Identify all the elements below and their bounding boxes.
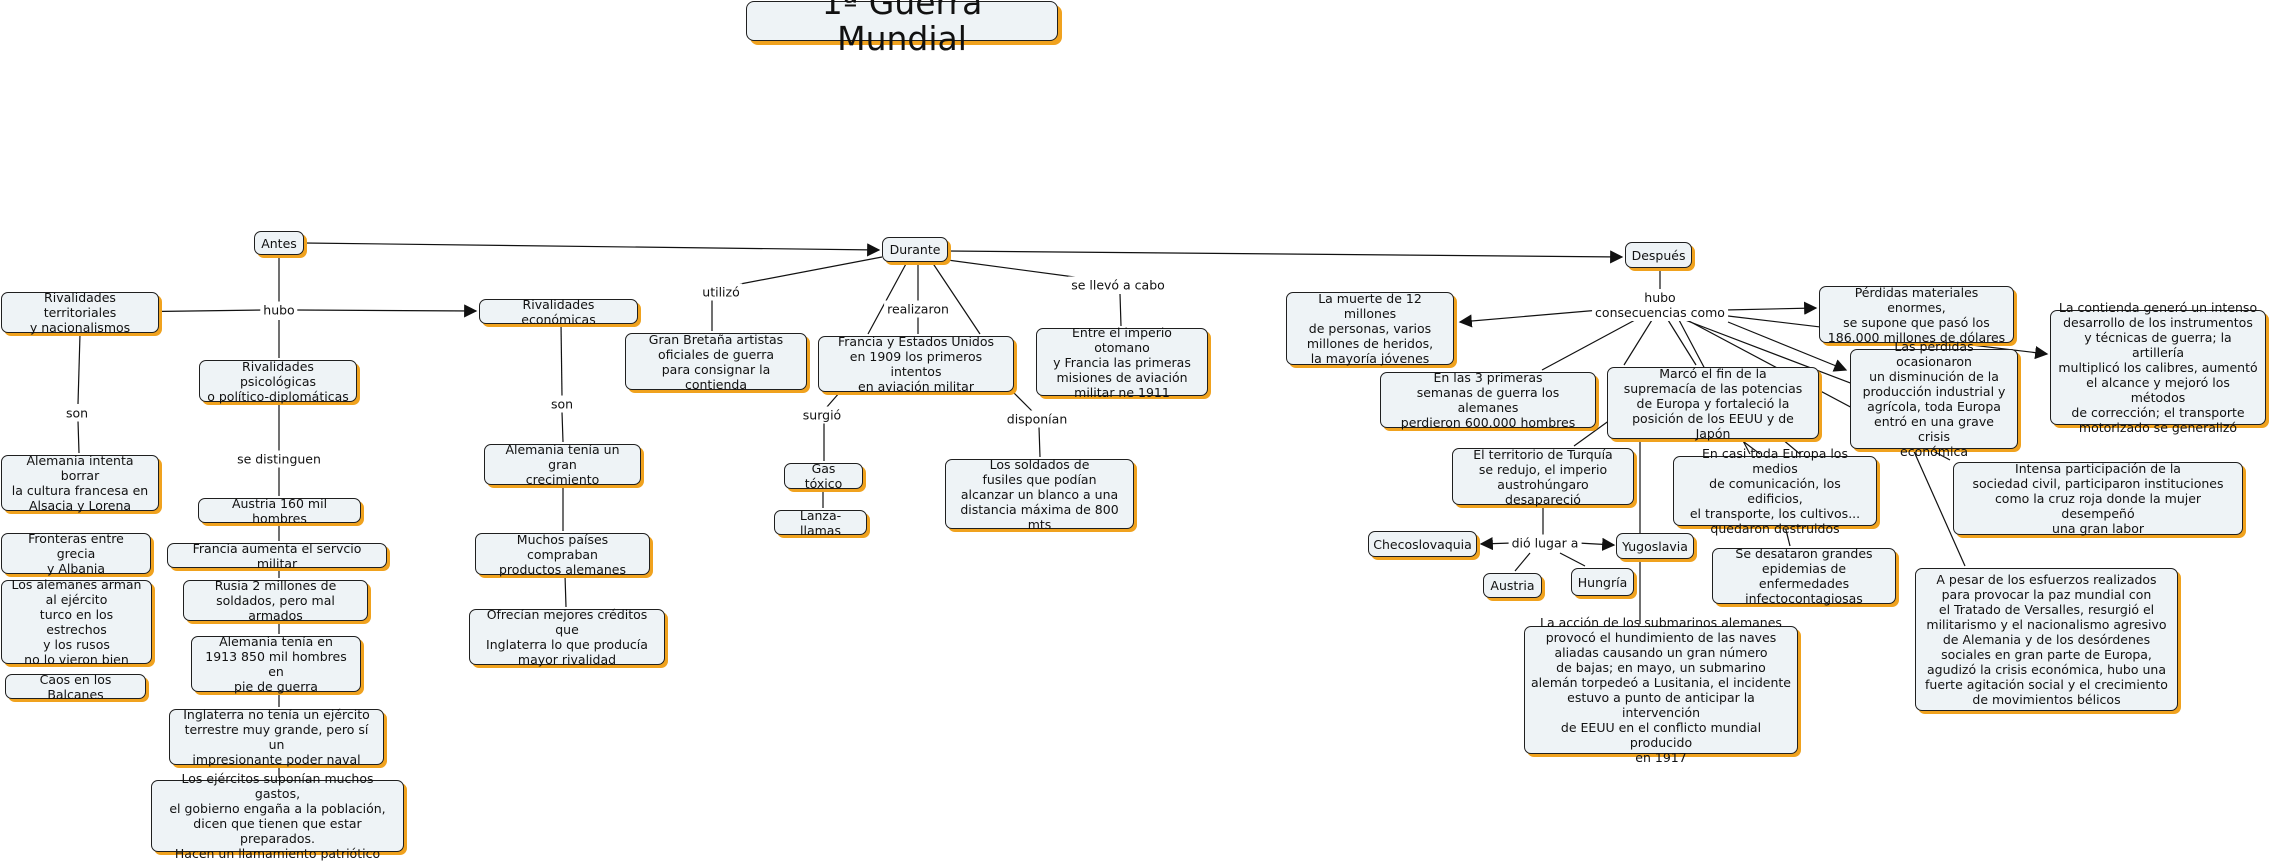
node-perdidas-ocasionaron[interactable]: Las pérdidas ocasionaron un disminución … [1850, 339, 2018, 459]
node-soldados-fusiles[interactable]: Los soldados de fusiles que podían alcan… [945, 457, 1134, 532]
node-muerte[interactable]: La muerte de 12 millones de personas, va… [1286, 291, 1454, 366]
connector-line [1667, 319, 1697, 366]
node-contienda-genero[interactable]: La contienda generó un intenso desarroll… [2050, 300, 2266, 435]
link-label-realizaron: realizaron [884, 300, 952, 318]
node-tres-primeras[interactable]: En las 3 primeras semanas de guerra los … [1380, 370, 1596, 430]
node-submarinos[interactable]: La acción de los submarinos alemanes pro… [1524, 615, 1798, 765]
connector-line [947, 250, 1624, 264]
connector-line [825, 391, 841, 409]
connector-line [1458, 309, 1601, 328]
connector-line [1119, 293, 1122, 327]
node-fronteras[interactable]: Fronteras entre grecia y Albania [1, 531, 151, 576]
node-a-pesar[interactable]: A pesar de los esfuerzos realizados para… [1915, 568, 2178, 711]
map-title: 1ª Guerra Mundial [746, 0, 1058, 57]
link-label-utilizo: utilizó [699, 283, 743, 301]
connector-line [734, 256, 883, 286]
node-entre-imperio[interactable]: Entre el imperio otomano y Francia las p… [1036, 325, 1208, 400]
connector-line [560, 323, 563, 397]
link-label-dio-lugar: dió lugar a [1508, 534, 1582, 552]
connector-line [561, 411, 564, 443]
node-rivalidades-psicologicas[interactable]: Rivalidades psicológicas o político-dipl… [199, 359, 357, 404]
node-alemania-borrar[interactable]: Alemania intenta borrar la cultura franc… [1, 453, 159, 513]
node-yugoslavia[interactable]: Yugoslavia [1616, 533, 1694, 559]
connector-line [1623, 319, 1653, 366]
connector-line [1541, 319, 1636, 371]
node-marco-fin[interactable]: Marcó el fin de la supremacía de las pot… [1607, 366, 1819, 441]
connector-line [1038, 426, 1041, 458]
node-alemanes-arman[interactable]: Los alemanes arman al ejército turco en … [1, 577, 152, 667]
node-checoslovaquia[interactable]: Checoslovaquia [1368, 531, 1477, 557]
link-label-se-distinguen: se distinguen [234, 450, 324, 468]
connector-line [1781, 438, 1801, 455]
node-austria-160[interactable]: Austria 160 mil hombres [198, 496, 361, 526]
node-rivalidades-economicas[interactable]: Rivalidades económicas [479, 297, 638, 327]
node-perdidas-materiales[interactable]: Pérdidas materiales enormes, se supone q… [1819, 285, 2014, 345]
node-antes[interactable]: Antes [254, 231, 304, 255]
node-muchos-paises[interactable]: Muchos países compraban productos aleman… [475, 532, 650, 577]
connector-line [1724, 301, 1818, 315]
connector-line [867, 261, 908, 335]
node-alemania-1913[interactable]: Alemania tenía en 1913 850 mil hombres e… [191, 634, 361, 694]
connector-line [303, 242, 881, 257]
connector-line [1784, 525, 1791, 547]
node-austria[interactable]: Austria [1483, 573, 1542, 598]
connector-line [931, 261, 981, 335]
node-gran-bretana[interactable]: Gran Bretaña artistas oficiales de guerr… [625, 332, 807, 392]
node-francia-eeuu[interactable]: Francia y Estados Unidos en 1909 los pri… [818, 334, 1014, 394]
connector-line [1559, 552, 1586, 567]
node-rivalidades-territoriales[interactable]: Rivalidades territoriales y nacionalismo… [1, 290, 159, 335]
link-label-son-territoriales: son [62, 404, 92, 422]
node-durante[interactable]: Durante [882, 237, 948, 262]
link-label-son-economicas: son [547, 395, 577, 413]
connector-line [1727, 321, 1848, 372]
node-caos-balcanes[interactable]: Caos en los Balcanes [5, 672, 146, 702]
node-francia-aumenta[interactable]: Francia aumenta el servcio militar [167, 541, 387, 571]
node-hungria[interactable]: Hungría [1571, 568, 1634, 596]
connector-line [939, 258, 1083, 279]
connector-line [1012, 391, 1034, 413]
link-label-surgio: surgió [799, 406, 845, 424]
node-rusia-2-millones[interactable]: Rusia 2 millones de soldados, pero mal a… [183, 578, 368, 623]
node-despues[interactable]: Después [1625, 242, 1692, 268]
node-lanza-llamas[interactable]: Lanza-llamas [774, 508, 867, 538]
link-label-disponian: disponían [1003, 410, 1071, 428]
node-inglaterra-ejercito[interactable]: Inglaterra no tenía un ejército terrestr… [169, 707, 384, 767]
link-label-se-llevo: se llevó a cabo [1068, 276, 1168, 294]
connector-line [1577, 537, 1616, 551]
node-ofrecian-creditos[interactable]: Ofrecían mejores créditos que Inglaterra… [469, 607, 665, 667]
node-alemania-crecimiento[interactable]: Alemania tenía un gran crecimiento [484, 442, 641, 487]
connector-line [1514, 552, 1531, 572]
connector-line [564, 574, 567, 608]
connector-line [294, 304, 478, 318]
connector-line [77, 420, 80, 454]
node-gas-toxico[interactable]: Gas tóxico [784, 461, 863, 491]
node-ejercitos-suponian[interactable]: Los ejércitos suponían muchos gastos, el… [151, 771, 404, 861]
node-epidemias[interactable]: Se desataron grandes epidemias de enferm… [1712, 546, 1896, 606]
node-casi-toda-europa[interactable]: En casi toda Europa los medios de comuni… [1673, 446, 1877, 536]
link-label-hubo: hubo [260, 301, 298, 319]
connector-line [1739, 438, 1761, 455]
node-intensa-participacion[interactable]: Intensa participación de la sociedad civ… [1953, 461, 2243, 536]
connector-line [1479, 537, 1513, 551]
node-turquia[interactable]: El territorio de Turquía se redujo, el i… [1452, 447, 1634, 507]
link-label-hubo-consecuencias: hubo consecuencias como [1592, 289, 1728, 321]
connector-line [77, 333, 81, 405]
connector-line [1573, 419, 1611, 447]
